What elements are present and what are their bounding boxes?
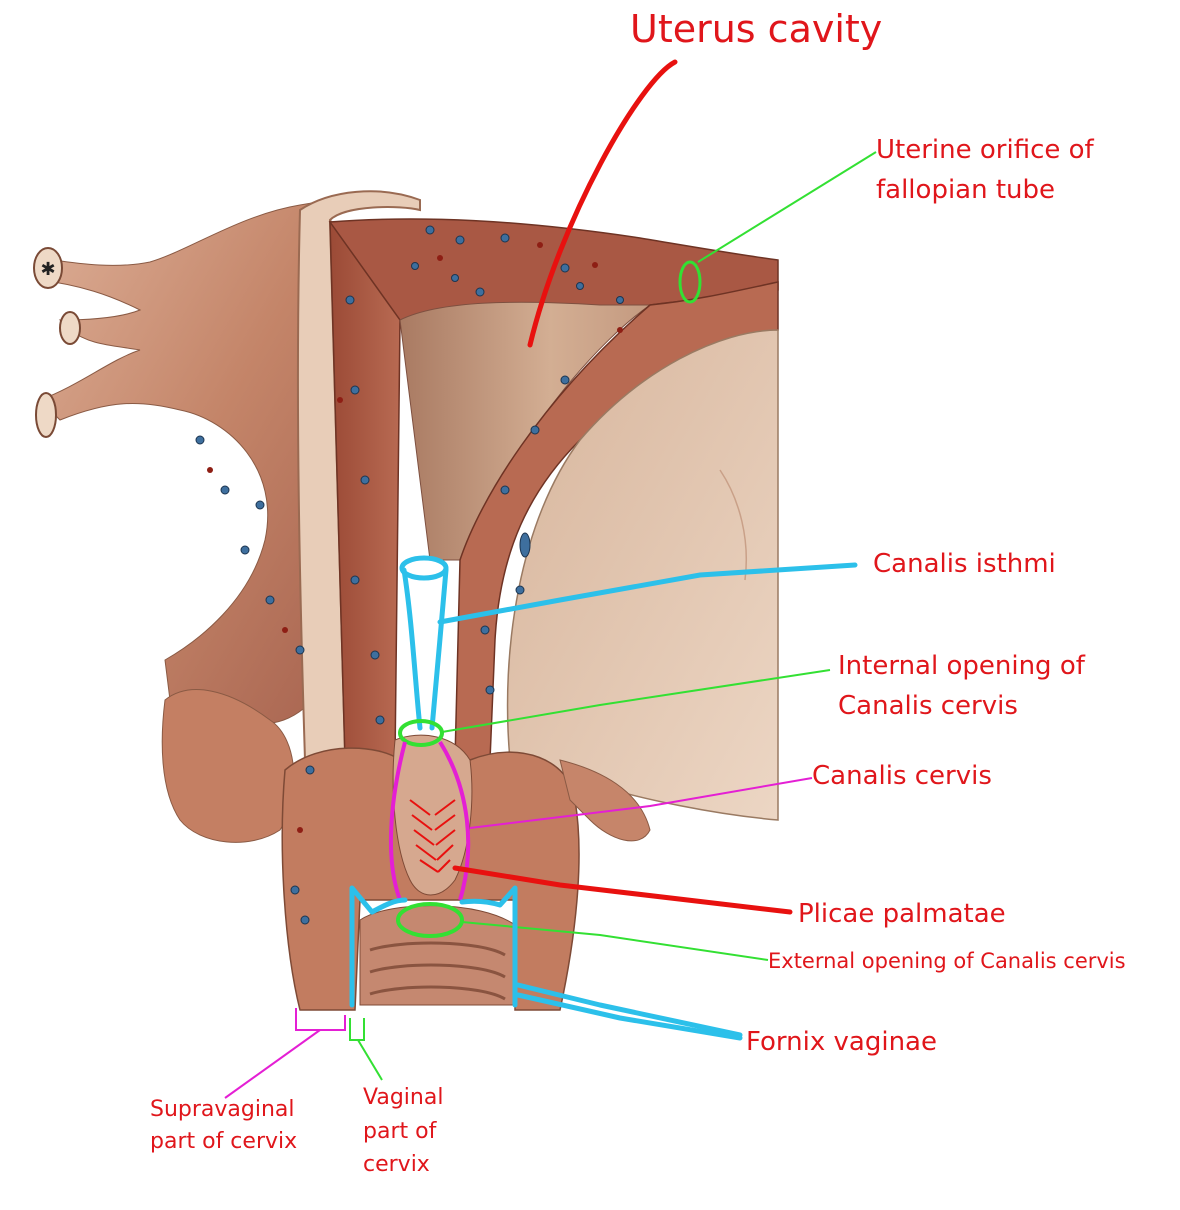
uterine-orifice-leader: [697, 151, 877, 263]
internal-opening-marker: [398, 719, 444, 747]
canalis-isthmi-marker: [399, 555, 858, 731]
label-uterus-cavity: Uterus cavity: [630, 7, 882, 51]
label-canalis-isthmi: Canalis isthmi: [873, 549, 1056, 579]
label-external-opening: External opening of Canalis cervis: [768, 949, 1126, 973]
fornix-vaginae-marker: [349, 885, 743, 1041]
label-uterine-orifice-line2: fallopian tube: [876, 175, 1055, 205]
uterine-orifice-marker: [678, 260, 702, 304]
supravaginal-leader: [224, 1029, 321, 1099]
internal-opening-leader: [441, 669, 831, 733]
external-opening-marker: [396, 902, 464, 938]
svg-text:✱: ✱: [40, 259, 55, 280]
vaginal-part-leader: [357, 1039, 383, 1081]
label-internal-opening-line1: Internal opening of: [838, 651, 1086, 681]
canalis-cervis-leader: [469, 777, 813, 829]
external-opening-leader: [461, 921, 769, 961]
vaginal-part-bracket: [349, 1018, 365, 1041]
canalis-cervis-marker: [388, 740, 471, 901]
label-uterine-orifice-line1: Uterine orifice of: [876, 135, 1095, 165]
label-vaginal-line1: Vaginal: [363, 1085, 443, 1110]
label-vaginal-line3: cervix: [363, 1152, 430, 1177]
uterus-cavity-pointer: [527, 59, 678, 348]
label-canalis-cervis: Canalis cervis: [812, 761, 992, 791]
label-internal-opening-line2: Canalis cervis: [838, 691, 1018, 721]
plicae-palmatae-pointer: [452, 865, 793, 915]
supravaginal-bracket: [295, 1008, 346, 1031]
label-supravaginal-line1: Supravaginal: [150, 1097, 295, 1122]
label-supravaginal-line2: part of cervix: [150, 1129, 297, 1154]
tissue-drawing: ✱: [33, 190, 779, 1011]
label-fornix-vaginae: Fornix vaginae: [746, 1027, 937, 1057]
label-plicae-palmatae: Plicae palmatae: [798, 899, 1006, 929]
label-vaginal-line2: part of: [363, 1119, 438, 1144]
